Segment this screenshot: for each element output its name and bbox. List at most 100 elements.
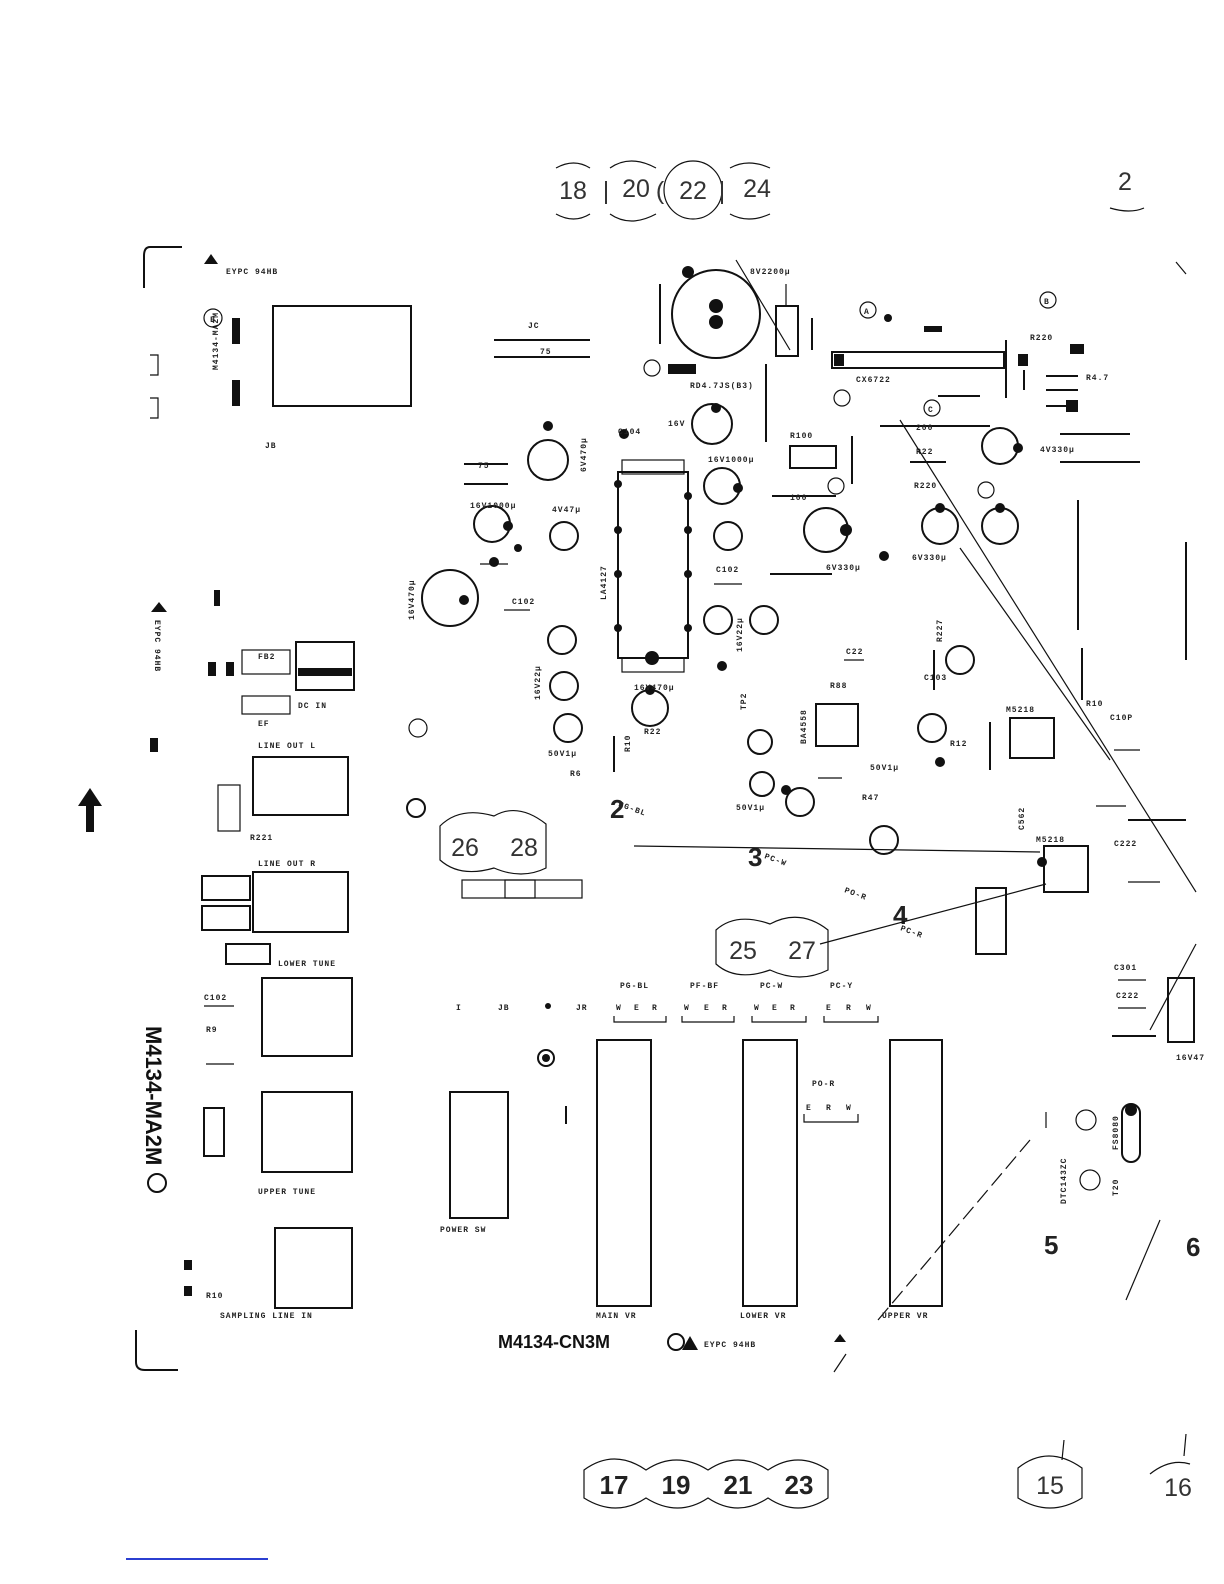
- upper-tune-pot: [261, 1091, 353, 1173]
- pin-w1: W: [616, 1004, 622, 1013]
- ma2m-ef-label: EF: [258, 720, 270, 729]
- cx6722-label: CX6722: [856, 376, 891, 385]
- orientation-arrow-icon: [78, 788, 102, 832]
- lower-tune-pot: [261, 977, 353, 1057]
- svg-text:50V1μ: 50V1μ: [548, 750, 577, 759]
- pin-e3: E: [772, 1004, 778, 1013]
- upper-vr-slider: [889, 1039, 943, 1307]
- top-ref-22[interactable]: 22: [679, 177, 707, 205]
- r220-label: R220: [1030, 334, 1053, 343]
- cap-6v330-label: 6V330μ: [826, 564, 861, 573]
- r10-main-label: R10: [1086, 700, 1103, 709]
- c102-label: C102: [204, 994, 227, 1003]
- n200-label: 200: [916, 424, 933, 433]
- main-vr-label: MAIN VR: [596, 1312, 637, 1321]
- cn3m-board-id: M4134-CN3M: [498, 1332, 610, 1352]
- hdr-pc-y: PC-Y: [830, 982, 853, 991]
- svg-text:6V330μ: 6V330μ: [912, 554, 947, 563]
- svg-text:4V47μ: 4V47μ: [552, 506, 581, 515]
- connector-strip: [461, 879, 583, 899]
- m5218-a-label: M5218: [1006, 706, 1035, 715]
- hdr-pg-bl: PG-BL: [620, 982, 649, 991]
- r47-label: R47: [862, 794, 879, 803]
- fs8080-label: FS8080: [1112, 1115, 1121, 1150]
- top-ref-24[interactable]: 24: [743, 175, 771, 203]
- n100-label: 100: [790, 494, 807, 503]
- bottom-ref-16[interactable]: 16: [1164, 1474, 1192, 1502]
- r100-label: R100: [790, 432, 813, 441]
- mid-ref-27[interactable]: 27: [788, 937, 816, 965]
- bottom-ref-17[interactable]: 17: [600, 1470, 629, 1500]
- mid-ref-28[interactable]: 28: [510, 834, 538, 862]
- pin-w3: W: [754, 1004, 760, 1013]
- po-r-pin-e: E: [806, 1104, 812, 1113]
- r9-label: R9: [206, 1026, 218, 1035]
- line-out-l-jack: [252, 756, 349, 816]
- ma2m-board-id-top: M4134-MA2M: [212, 312, 221, 370]
- dtc143zc-label: DTC143ZC: [1060, 1158, 1069, 1204]
- svg-text:I: I: [456, 1004, 462, 1013]
- cap-8v2200-label: 8V2200μ: [750, 268, 791, 277]
- po-r-pin-w: W: [846, 1104, 852, 1113]
- svg-text:75: 75: [540, 348, 552, 357]
- r22-top-label: R22: [916, 448, 933, 457]
- jack-top: [272, 305, 412, 407]
- svg-text:B: B: [210, 316, 216, 325]
- r4-7-label: R4.7: [1086, 374, 1109, 383]
- mount-hole-icon: [406, 798, 426, 818]
- svg-text:C10P: C10P: [1110, 714, 1133, 723]
- top-ref-18[interactable]: 18: [559, 177, 587, 205]
- line-out-l-label: LINE OUT L: [258, 742, 316, 751]
- bottom-ref-23[interactable]: 23: [785, 1470, 814, 1500]
- ma2m-cert-side: EYPC 94HB: [152, 620, 161, 672]
- r221-label: R221: [250, 834, 273, 843]
- svg-text:16V: 16V: [668, 420, 685, 429]
- cap-4v330-label: 4V330μ: [1040, 446, 1075, 455]
- cap-50v1-label: 50V1μ: [736, 804, 765, 813]
- pin-w2: W: [684, 1004, 690, 1013]
- bottom-page-refs: 17 19 21 23 15 16: [583, 1433, 1192, 1509]
- c301-label: C301: [1114, 964, 1137, 973]
- mid-ref-25[interactable]: 25: [729, 937, 757, 965]
- upper-tune-label: UPPER TUNE: [258, 1188, 316, 1197]
- bottom-ref-21[interactable]: 21: [724, 1470, 753, 1500]
- bottom-ref-15[interactable]: 15: [1036, 1472, 1064, 1500]
- mid-refs-a: 26 28: [439, 809, 583, 899]
- ma2m-fb2-label: FB2: [258, 653, 275, 662]
- section-5: 5: [1044, 1230, 1058, 1260]
- wire-pc-w: PC-W: [763, 852, 788, 868]
- m5218-b-label: M5218: [1036, 836, 1065, 845]
- mid-ref-26[interactable]: 26: [451, 834, 479, 862]
- r22-label: R22: [644, 728, 661, 737]
- rd4-label: RD4.7JS(B3): [690, 382, 754, 391]
- svg-text:16V1000μ: 16V1000μ: [470, 502, 516, 511]
- section-3: 3: [748, 842, 762, 872]
- ma2m-cert-top: EYPC 94HB: [226, 268, 278, 277]
- wire-po-r: PO-R: [843, 886, 868, 902]
- svg-text:C: C: [928, 406, 934, 415]
- mount-hole-icon: [408, 718, 428, 738]
- ma2m-board: M4134-MA2M B EYPC 94HB JB EYPC 94HB FB2 …: [141, 254, 412, 1321]
- svg-text:C102: C102: [512, 598, 535, 607]
- bottom-ref-19[interactable]: 19: [662, 1470, 691, 1500]
- ma2m-board-id: M4134-MA2M: [141, 1026, 166, 1165]
- cap-16v47-label: 16V47: [1176, 1054, 1205, 1063]
- upper-vr-label: UPPER VR: [882, 1312, 928, 1321]
- top-ref-20[interactable]: 20: [622, 175, 650, 203]
- cap-8v2200: [671, 269, 761, 359]
- c102-main-label: C102: [716, 566, 739, 575]
- cap-16v1000-label: 16V1000μ: [708, 456, 754, 465]
- lower-vr-slider: [742, 1039, 798, 1307]
- lower-vr-label: LOWER VR: [740, 1312, 786, 1321]
- svg-text:R220: R220: [914, 482, 937, 491]
- cap-16v22-label: 16V22μ: [736, 617, 745, 652]
- page-number: 2: [1118, 168, 1132, 196]
- ref-circle-22: [663, 160, 723, 220]
- svg-text:R88: R88: [830, 682, 847, 691]
- pin-r1: R: [652, 1004, 658, 1013]
- hdr-pc-w: PC-W: [760, 982, 783, 991]
- section-2: 2: [610, 794, 624, 824]
- pin-r3: R: [790, 1004, 796, 1013]
- ic-ba4558: [815, 703, 859, 747]
